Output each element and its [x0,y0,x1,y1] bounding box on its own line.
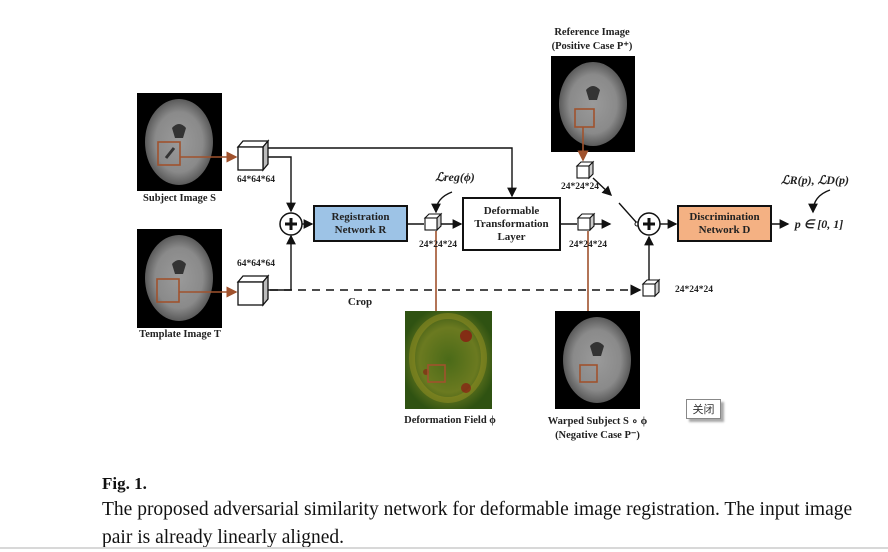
discrimination-network-label: Discrimination Network D [678,206,771,241]
warped-subject-label-line1: Warped Subject S ∘ ϕ [547,416,648,427]
discrimination-line1: Discrimination [689,210,760,223]
concat-node-2 [637,212,661,236]
loss-rd-label: ℒR(p), ℒD(p) [781,173,849,187]
figure-caption-text: The proposed adversarial similarity netw… [102,499,853,548]
template-patch-dim: 64*64*64 [237,259,275,269]
discrimination-network-box [677,205,772,242]
warped-subject-image [555,311,640,409]
output-probability-label: p ∈ [0, 1] [794,217,844,231]
discrimination-line2: Network D [698,223,751,236]
close-button[interactable]: 关闭 [686,399,721,419]
transform-line1: Deformable [483,204,540,217]
reference-patch-cube [575,160,595,180]
subject-image [137,93,222,191]
reference-image [551,56,635,152]
template-image [137,229,222,328]
reference-patch-dim: 24*24*24 [561,182,599,192]
reg-output-dim: 24*24*24 [419,240,457,250]
registration-line2: Network R [334,223,387,236]
template-patch-cube [236,274,270,307]
subject-patch-dim: 64*64*64 [237,175,275,185]
registration-network-label: Registration Network R [314,206,407,241]
reference-image-label-line2: (Positive Case P⁺) [551,41,633,52]
deformation-output-cube [423,212,443,232]
deformation-field-label: Deformation Field ϕ [404,415,496,426]
warped-output-cube [576,212,596,232]
crop-patch-dim: 24*24*24 [675,285,713,295]
subject-image-label: Subject Image S [143,193,216,204]
figure-caption-title: Fig. 1. [102,474,147,493]
registration-line1: Registration [331,210,390,223]
transformation-layer-label: Deformable Transformation Layer [463,198,560,250]
figure-diagram [137,56,831,409]
reference-image-label-line1: Reference Image [554,27,630,38]
concat-node-1 [279,212,303,236]
warped-output-dim: 24*24*24 [569,240,607,250]
crop-label: Crop [347,296,373,308]
architecture-figure: Subject Image S Template Image T 64*64*6… [137,27,849,441]
switch-line [618,202,637,223]
bottom-divider [0,547,888,549]
loss-reg-label: ℒreg(ϕ) [435,170,475,184]
template-image-label: Template Image T [139,329,221,340]
warped-subject-label-line2: (Negative Case P⁻) [555,430,640,441]
crop-patch-cube [641,278,661,298]
template-roi-box [156,278,180,303]
subject-patch-cube [236,139,270,172]
transform-line2: Transformation [474,217,549,230]
subject-roi-box [157,141,181,166]
transform-line3: Layer [497,230,526,243]
deformation-field-image [405,311,492,409]
